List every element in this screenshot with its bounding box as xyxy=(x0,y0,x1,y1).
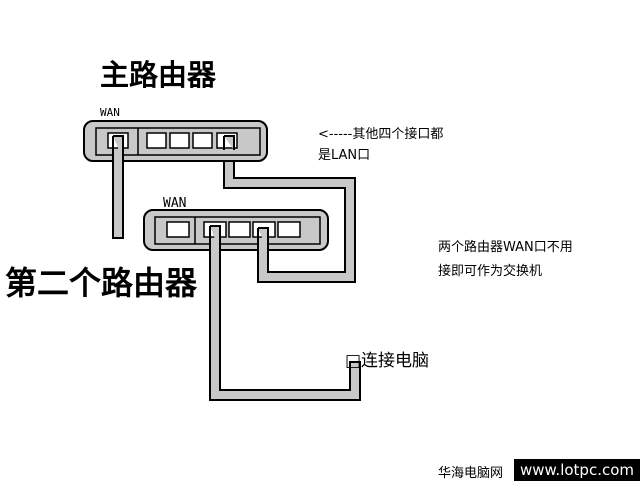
cable-main-to-second xyxy=(223,139,356,283)
second-lan-port-2 xyxy=(228,221,251,238)
main-lan-port-1 xyxy=(146,132,167,149)
lan-note-line2: 是LAN口 xyxy=(318,148,371,163)
computer-label: □连接电脑 xyxy=(345,351,430,371)
cable-to-computer xyxy=(209,229,361,401)
second-wan-label: WAN xyxy=(163,196,187,211)
second-router-title: 第二个路由器 xyxy=(5,264,198,302)
second-wan-port xyxy=(166,221,190,238)
footer-brand: 华海电脑网 xyxy=(438,466,504,481)
main-lan-port-2 xyxy=(169,132,190,149)
main-lan-port-3 xyxy=(192,132,213,149)
lan-note-line1: <-----其他四个接口都 xyxy=(318,127,444,142)
switch-note-line2: 接即可作为交换机 xyxy=(438,264,543,279)
main-wan-label: WAN xyxy=(100,106,120,119)
switch-note-line1: 两个路由器WAN口不用 xyxy=(438,240,573,255)
footer-site: www.lotpc.com xyxy=(514,459,640,481)
main-router xyxy=(83,120,268,162)
second-router xyxy=(143,209,329,251)
second-lan-port-4 xyxy=(277,221,301,238)
main-router-title: 主路由器 xyxy=(100,58,217,92)
